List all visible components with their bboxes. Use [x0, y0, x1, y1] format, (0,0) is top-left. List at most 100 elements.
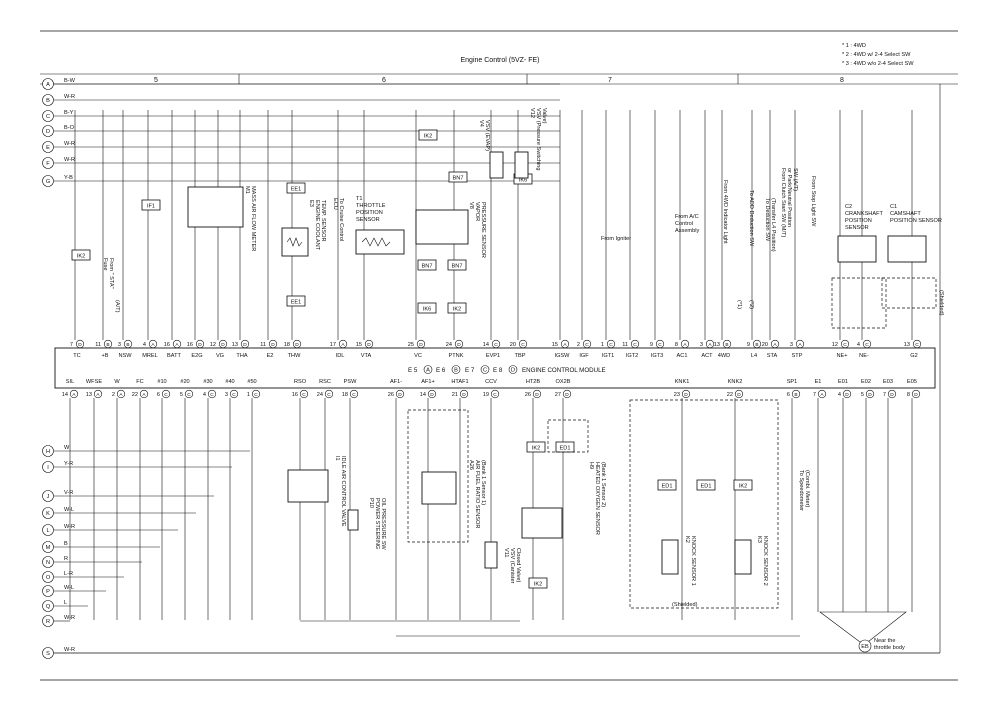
connector-id: C: [187, 392, 191, 398]
wire-terminal-label: O: [46, 575, 51, 581]
vsv-evap: [489, 151, 504, 179]
svg-text:P10: P10: [368, 498, 374, 508]
connector-pin: [865, 389, 875, 399]
connector-pin: [338, 339, 348, 349]
connector-pin: [840, 339, 850, 349]
connector-pin: [912, 339, 922, 349]
svg-text:POWER STEERING: POWER STEERING: [374, 498, 380, 549]
connector-id: D: [565, 392, 569, 398]
connector-id: D: [535, 392, 539, 398]
connector-pin: [75, 339, 85, 349]
wire-color-label: W-R: [64, 615, 75, 621]
svg-text:(Bank 1 Sensor 1): (Bank 1 Sensor 1): [480, 460, 486, 505]
connector-id: D: [890, 392, 894, 398]
svg-text:POSITION: POSITION: [356, 210, 383, 216]
wire-terminal: [42, 157, 54, 169]
connector-id: C: [865, 342, 869, 348]
vsv-canister: [484, 541, 498, 569]
connector-pin: [490, 389, 500, 399]
connector-pin: [123, 339, 133, 349]
pin-number: 20: [762, 342, 768, 348]
wire-terminal: [42, 600, 54, 612]
connector-pin: [459, 389, 469, 399]
wire-terminal-label: P: [46, 589, 50, 595]
wire-terminal-label: F: [46, 161, 50, 167]
svg-text:Control: Control: [675, 221, 693, 227]
connector-id: C: [302, 392, 306, 398]
connector-pin: [349, 389, 359, 399]
svg-text:V4: V4: [478, 120, 484, 127]
pin-name: E05: [907, 379, 917, 385]
svg-text:To Cruise Control: To Cruise Control: [338, 198, 344, 241]
connector-pin: [582, 339, 592, 349]
connector-label: IK2: [424, 134, 432, 140]
pin-number: 1: [601, 342, 604, 348]
connector-id: D: [295, 342, 299, 348]
connector-pin: [791, 389, 801, 399]
pin-number: 12: [210, 342, 216, 348]
connector-id: D: [430, 392, 434, 398]
pin-name: SIL: [66, 379, 74, 385]
connector-label: EE1: [291, 187, 302, 193]
connector-id: A: [175, 342, 179, 348]
connector-pin: [299, 389, 309, 399]
wire-terminal-label: J: [47, 494, 50, 500]
connector-pin: [681, 389, 691, 399]
svg-text:From Stop Light SW: From Stop Light SW: [810, 176, 816, 227]
svg-text:From Igniter: From Igniter: [601, 236, 631, 242]
connector-block: [448, 171, 468, 183]
pin-number: 11: [260, 342, 266, 348]
pin-number: 9: [650, 342, 653, 348]
pin-name: KNK1: [675, 379, 690, 385]
wire-terminal: [42, 585, 54, 597]
knock-sensor-1: [661, 539, 679, 575]
pin-name: FC: [136, 379, 143, 385]
connector-label: IK6: [519, 178, 527, 184]
wire-terminal-label: E: [46, 145, 50, 151]
pin-number: 6: [157, 392, 160, 398]
connector-pin: [251, 389, 261, 399]
pin-number: 4: [838, 392, 841, 398]
wire-terminal: [42, 78, 54, 90]
connector-id: D: [419, 342, 423, 348]
section-number: 8: [840, 77, 844, 84]
svg-text:EB: EB: [861, 644, 869, 650]
connector-id: B: [755, 342, 758, 348]
pin-number: 11: [95, 342, 101, 348]
svg-text:To Speedometer: To Speedometer: [798, 470, 804, 511]
connector-pin: [139, 389, 149, 399]
svg-text:SENSOR: SENSOR: [845, 225, 869, 231]
pin-name: RSO: [294, 379, 307, 385]
svg-text:CAMSHAFT: CAMSHAFT: [890, 211, 921, 217]
svg-text:ECU: ECU: [332, 198, 338, 210]
pin-number: 17: [330, 342, 336, 348]
section-number: 5: [154, 77, 158, 84]
pin-name: E1: [815, 379, 822, 385]
connector-id: B: [725, 342, 728, 348]
connector-pin: [862, 339, 872, 349]
pin-number: 11: [622, 342, 628, 348]
connector-pin: [680, 339, 690, 349]
pin-name: MREL: [142, 353, 158, 359]
connector-id: C: [609, 342, 613, 348]
svg-text:KNOCK SENSOR 1: KNOCK SENSOR 1: [690, 536, 696, 586]
svg-text:V12: V12: [529, 108, 535, 118]
svg-text:Assembly: Assembly: [675, 228, 699, 234]
pin-name: IDL: [336, 353, 345, 359]
section-number: 6: [382, 77, 386, 84]
connector-id: D: [457, 342, 461, 348]
connector-pin: [454, 339, 464, 349]
ecm-label: ENGINE CONTROL MODULE: [522, 367, 606, 374]
connector-id: D: [398, 392, 402, 398]
connector-id: C: [164, 392, 168, 398]
wire-terminal-label: D: [46, 129, 50, 135]
svg-text:Near the: Near the: [874, 638, 895, 644]
svg-text:A26: A26: [468, 460, 474, 470]
wire-terminal: [42, 94, 54, 106]
pin-name: RSC: [319, 379, 331, 385]
connector-id: D: [271, 342, 275, 348]
pin-number: 3: [700, 342, 703, 348]
svg-text:C1: C1: [890, 204, 897, 210]
ect-sensor: [281, 227, 309, 257]
